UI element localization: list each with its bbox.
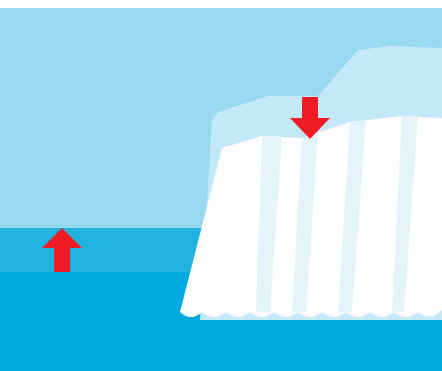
melting-ice-diagram <box>0 0 442 371</box>
iceberg-scene <box>0 0 442 371</box>
